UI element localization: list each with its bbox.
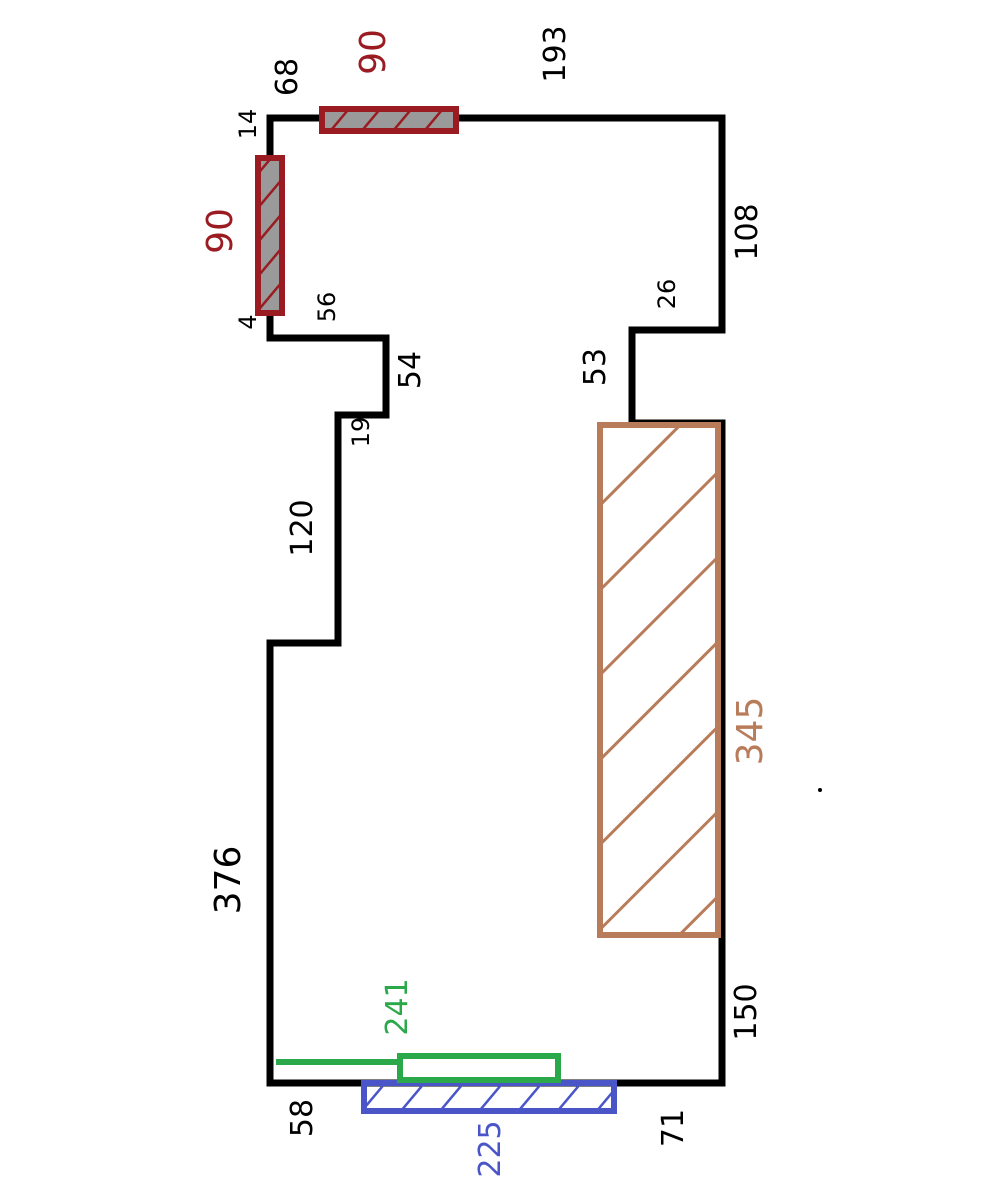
brown-hatched-block [597,422,721,938]
dim-150: 150 [729,983,764,1040]
dim-19: 19 [347,417,375,448]
green-label: 241 [380,978,415,1035]
blue-label: 225 [473,1120,508,1177]
dim-14: 14 [234,109,262,140]
dim-4: 4 [234,314,262,329]
dim-193: 193 [538,25,573,82]
dim-56: 56 [313,292,341,323]
dim-68: 68 [270,58,305,96]
dim-120: 120 [285,499,320,556]
dim-108: 108 [730,203,765,260]
dim-26: 26 [653,279,681,310]
dim-53: 53 [578,348,613,386]
red-top-label: 90 [353,29,394,75]
red-left-label: 90 [200,208,241,254]
red-window-top [319,106,459,134]
green-block [397,1053,561,1083]
red-window-left [255,155,285,316]
blue-hatched-block [361,1080,617,1114]
dim-376: 376 [208,846,249,915]
dim-58: 58 [285,1099,320,1137]
brown-label: 345 [730,697,771,766]
dim-71: 71 [656,1109,691,1147]
dim-54: 54 [393,351,428,389]
stray-dot [818,788,822,792]
